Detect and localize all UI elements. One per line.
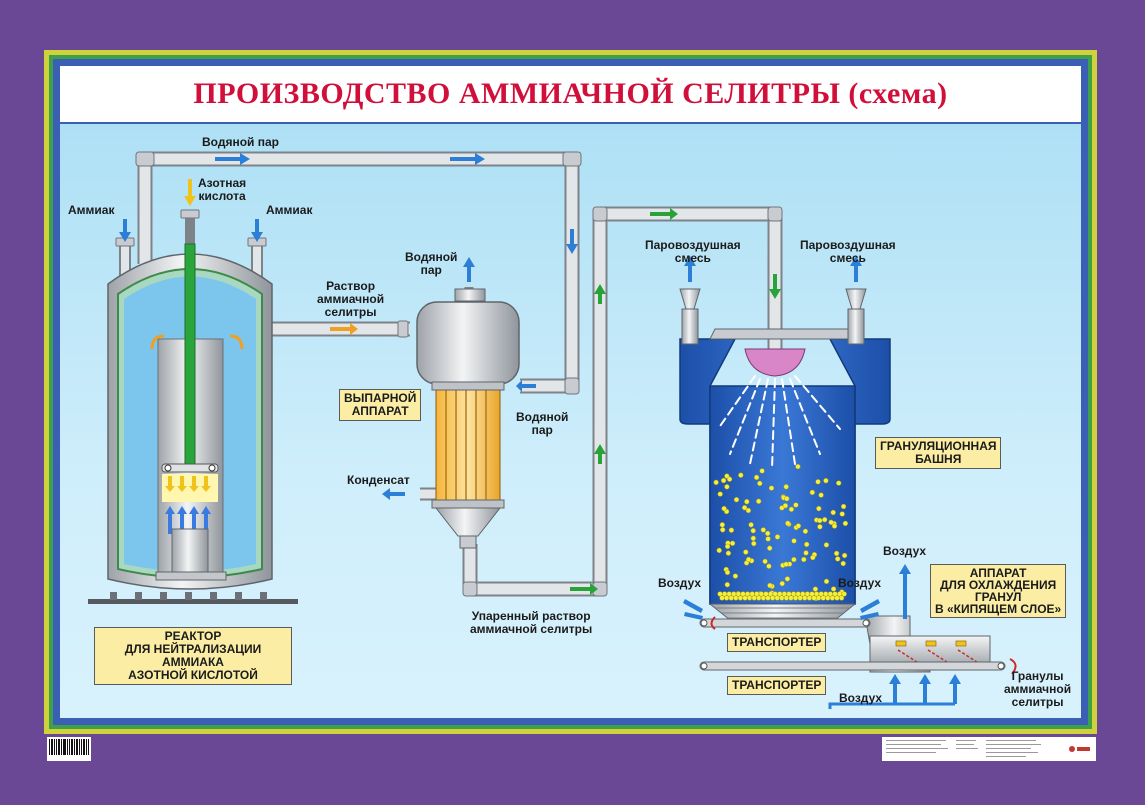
label-air-top: Воздух xyxy=(883,544,927,558)
label-air-bottom: Воздух xyxy=(839,691,883,705)
title-bar: ПРОИЗВОДСТВО АММИАЧНОЙ СЕЛИТРЫ (схема) xyxy=(60,66,1081,122)
label-ammonia-left: Аммиак xyxy=(68,203,115,217)
label-steam-air-right: Паровоздушная смесь xyxy=(800,238,896,265)
label-steam-top: Водяной пар xyxy=(202,135,279,149)
process-diagram xyxy=(88,151,1017,709)
label-ammonia-right: Аммиак xyxy=(266,203,313,217)
label-steam-out: Водяной пар xyxy=(405,250,458,277)
label-steam-in: Водяной пар xyxy=(516,410,569,437)
label-granulation-tower: ГРАНУЛЯЦИОННАЯ БАШНЯ xyxy=(875,437,1002,469)
publisher-logo xyxy=(1069,746,1090,752)
reactor xyxy=(88,243,298,604)
label-air-right: Воздух xyxy=(838,576,882,590)
diagram-panel: Водяной пар Азотная кислота Аммиак Аммиа… xyxy=(60,124,1081,718)
label-air-left: Воздух xyxy=(658,576,702,590)
label-conveyor-lower: ТРАНСПОРТЕР xyxy=(727,676,827,695)
page-title: ПРОИЗВОДСТВО АММИАЧНОЙ СЕЛИТРЫ (схема) xyxy=(193,77,948,110)
conveyor-lower xyxy=(699,661,1006,671)
evaporator xyxy=(416,288,520,549)
flow-arrows xyxy=(119,153,1017,709)
label-granules: Гранулы аммиачной селитры xyxy=(1004,669,1072,709)
label-cooler: АППАРАТ ДЛЯ ОХЛАЖДЕНИЯ ГРАНУЛ В «КИПЯЩЕМ… xyxy=(930,564,1067,618)
granules xyxy=(713,463,849,601)
label-reactor: РЕАКТОР ДЛЯ НЕЙТРАЛИЗАЦИИ АММИАКА АЗОТНО… xyxy=(94,627,292,685)
label-conveyor-upper: ТРАНСПОРТЕР xyxy=(727,633,827,652)
label-concentrated-solution: Упаренный раствор аммиачной селитры xyxy=(470,609,593,636)
label-condensate: Конденсат xyxy=(347,473,410,487)
label-steam-air-left: Паровоздушная смесь xyxy=(645,238,741,265)
label-nitrate-solution: Раствор аммиачной селитры xyxy=(317,279,385,319)
label-nitric-acid: Азотная кислота xyxy=(198,176,247,203)
conveyor-upper xyxy=(699,618,871,628)
label-evaporator: ВЫПАРНОЙ АППАРАТ xyxy=(339,389,422,421)
granulation-tower xyxy=(679,288,891,625)
publisher-info xyxy=(882,737,1096,761)
barcode xyxy=(47,737,91,761)
